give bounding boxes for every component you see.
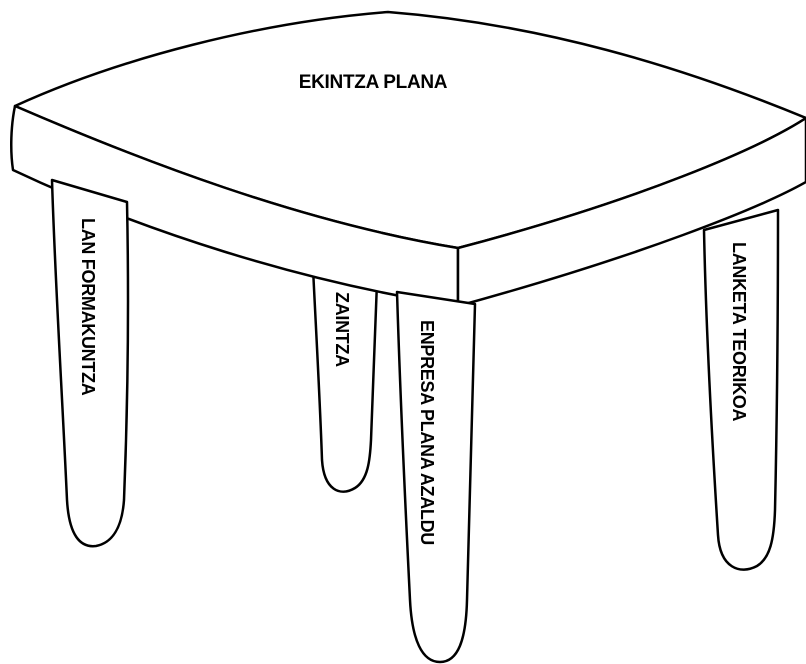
tabletop-left-side — [10, 104, 460, 308]
leg-front-left: LAN FORMAKUNTZA — [50, 178, 130, 548]
leg-front-middle: ENPRESA PLANA AZALDU — [395, 290, 477, 664]
tabletop-right-side — [456, 116, 806, 308]
leg-back-right: LANKETA TEORIKOA — [702, 208, 780, 571]
leg-front-middle-label: ENPRESA PLANA AZALDU — [417, 320, 437, 545]
leg-front-left-label: LAN FORMAKUNTZA — [78, 218, 98, 396]
tabletop: EKINTZA PLANA — [10, 10, 806, 308]
tabletop-label: EKINTZA PLANA — [299, 72, 448, 93]
leg-back-right-label: LANKETA TEORIKOA — [729, 242, 749, 421]
leg-back-middle-label: ZAINTZA — [332, 292, 352, 367]
leg-back-middle: ZAINTZA — [311, 266, 379, 493]
